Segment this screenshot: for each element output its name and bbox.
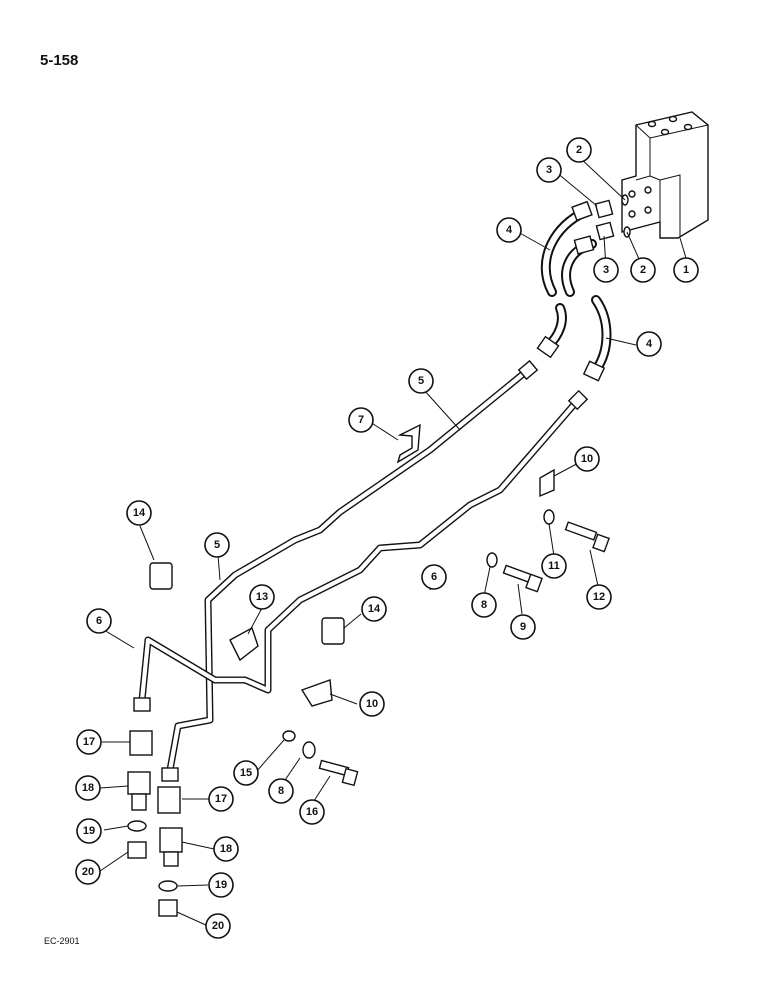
callout-12: 12 (586, 584, 612, 610)
callout-2a: 2 (566, 137, 592, 163)
svg-text:14: 14 (368, 603, 381, 615)
callout-8a: 8 (471, 592, 497, 618)
callout-4b: 4 (636, 331, 662, 357)
svg-text:6: 6 (431, 571, 437, 583)
callout-3a: 3 (536, 157, 562, 183)
svg-text:2: 2 (640, 264, 646, 276)
callout-2b: 2 (630, 257, 656, 283)
svg-text:7: 7 (358, 414, 364, 426)
svg-text:19: 19 (215, 879, 227, 891)
callout-7: 7 (348, 407, 374, 433)
callout-14a: 14 (126, 500, 152, 526)
svg-text:18: 18 (220, 843, 232, 855)
callout-5a: 5 (408, 368, 434, 394)
callout-11: 11 (541, 553, 567, 579)
svg-text:17: 17 (83, 736, 95, 748)
svg-text:8: 8 (278, 785, 284, 797)
svg-text:17: 17 (215, 793, 227, 805)
svg-text:10: 10 (581, 453, 593, 465)
svg-text:6: 6 (96, 615, 102, 627)
svg-text:20: 20 (82, 866, 94, 878)
callout-16: 16 (299, 799, 325, 825)
callout-6a: 6 (421, 564, 447, 590)
svg-text:15: 15 (240, 767, 252, 779)
svg-text:14: 14 (133, 507, 146, 519)
callout-17a: 17 (76, 729, 102, 755)
svg-text:13: 13 (256, 591, 268, 603)
hose-assemblies (536, 194, 631, 382)
svg-text:4: 4 (646, 338, 653, 350)
callout-9: 9 (510, 614, 536, 640)
tube-5 (166, 359, 539, 774)
svg-text:8: 8 (481, 599, 487, 611)
callout-4a: 4 (496, 217, 522, 243)
callout-15: 15 (233, 760, 259, 786)
svg-text:5: 5 (214, 539, 220, 551)
svg-text:11: 11 (548, 560, 560, 572)
svg-text:4: 4 (506, 224, 513, 236)
adapters (127, 730, 183, 917)
page-number: 5-158 (40, 52, 79, 69)
svg-text:3: 3 (546, 164, 552, 176)
figure-reference: EC-2901 (44, 936, 80, 946)
callout-10a: 10 (574, 446, 600, 472)
callout-20a: 20 (75, 859, 101, 885)
callout-5b: 5 (204, 532, 230, 558)
callout-17b: 17 (208, 786, 234, 812)
svg-text:1: 1 (683, 264, 689, 276)
tube-6 (133, 389, 589, 782)
callout-18a: 18 (75, 775, 101, 801)
svg-text:16: 16 (306, 806, 318, 818)
callout-14b: 14 (361, 596, 387, 622)
svg-text:5: 5 (418, 375, 424, 387)
callout-1: 1 (673, 257, 699, 283)
svg-text:19: 19 (83, 825, 95, 837)
callout-13: 13 (249, 584, 275, 610)
callout-19a: 19 (76, 818, 102, 844)
callout-20b: 20 (205, 913, 231, 939)
callout-18b: 18 (213, 836, 239, 862)
callout-10b: 10 (359, 691, 385, 717)
svg-text:9: 9 (520, 621, 526, 633)
valve-block (621, 111, 709, 239)
callout-8b: 8 (268, 778, 294, 804)
callout-19b: 19 (208, 872, 234, 898)
svg-text:3: 3 (603, 264, 609, 276)
callout-6b: 6 (86, 608, 112, 634)
fasteners (149, 423, 610, 787)
svg-text:20: 20 (212, 920, 224, 932)
callout-3b: 3 (593, 257, 619, 283)
svg-text:2: 2 (576, 144, 582, 156)
svg-text:18: 18 (82, 782, 94, 794)
svg-text:10: 10 (366, 698, 378, 710)
svg-text:12: 12 (593, 591, 605, 603)
